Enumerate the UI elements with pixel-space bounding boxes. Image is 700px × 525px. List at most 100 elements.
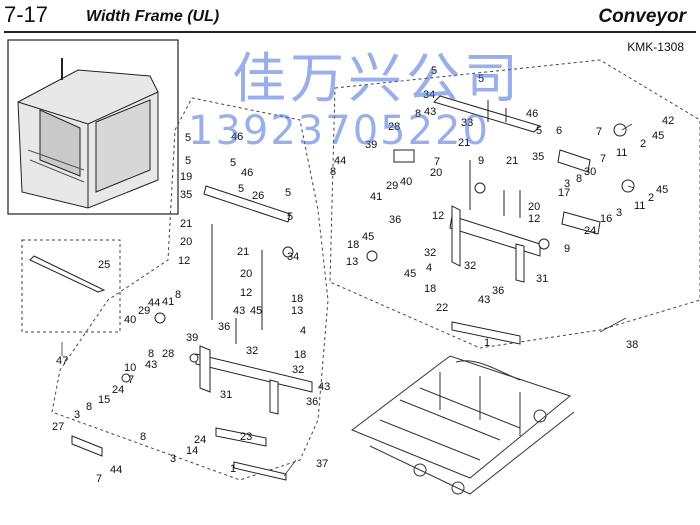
callout-l27: 27 — [52, 421, 64, 433]
callout-l36: 36 — [218, 321, 230, 333]
callout-l5e: 5 — [285, 187, 291, 199]
callout-l7b: 7 — [96, 473, 102, 485]
page-title: Width Frame (UL) — [86, 8, 220, 25]
callout-r36a: 36 — [389, 214, 401, 226]
callout-l20a: 20 — [180, 236, 192, 248]
callout-l5c: 5 — [230, 157, 236, 169]
callout-l37: 37 — [316, 458, 328, 470]
callout-l35: 35 — [180, 189, 192, 201]
callout-l15: 15 — [98, 394, 110, 406]
callout-l20b: 20 — [240, 268, 252, 280]
callout-r46: 46 — [526, 108, 538, 120]
callout-l5a: 5 — [185, 132, 191, 144]
callout-l13: 13 — [291, 305, 303, 317]
callout-r12a: 12 — [432, 210, 444, 222]
callout-l36b: 36 — [306, 396, 318, 408]
callout-r32a: 32 — [424, 247, 436, 259]
callout-r36b: 36 — [492, 285, 504, 297]
callout-r33: 33 — [461, 117, 473, 129]
callout-l8c: 8 — [86, 401, 92, 413]
callout-l5f: 5 — [287, 211, 293, 223]
callout-r21a: 21 — [458, 137, 470, 149]
callout-r41: 41 — [370, 191, 382, 203]
callout-r22: 22 — [436, 302, 448, 314]
callout-r18b: 18 — [424, 283, 436, 295]
callout-r20a: 20 — [430, 167, 442, 179]
callout-r2a: 2 — [640, 138, 646, 150]
callout-l12b: 12 — [240, 287, 252, 299]
callout-r40: 40 — [400, 176, 412, 188]
callout-r12b: 12 — [528, 213, 540, 225]
callout-r45c: 45 — [362, 231, 374, 243]
callout-r44: 44 — [334, 155, 346, 167]
callout-l47: 47 — [56, 355, 68, 367]
callout-l4: 4 — [300, 325, 306, 337]
callout-r7a: 7 — [596, 126, 602, 138]
callout-r32b: 32 — [464, 260, 476, 272]
callout-l44b: 44 — [110, 464, 122, 476]
callout-r31a: 31 — [536, 273, 548, 285]
callout-l8a: 8 — [175, 289, 181, 301]
callout-l21a: 21 — [180, 218, 192, 230]
callout-r1a: 1 — [484, 337, 490, 349]
callout-r6: 6 — [556, 125, 562, 137]
callout-l18b: 18 — [294, 349, 306, 361]
callout-l12a: 12 — [178, 255, 190, 267]
callout-r3a: 3 — [564, 178, 570, 190]
callout-r34: 34 — [423, 89, 435, 101]
callout-l45: 45 — [250, 305, 262, 317]
callout-r24: 24 — [584, 225, 596, 237]
callout-r45b: 45 — [656, 184, 668, 196]
left-assembly-boundary — [51, 97, 329, 481]
callout-l5b: 5 — [185, 155, 191, 167]
callout-r17: 17 — [558, 187, 570, 199]
callout-r38: 38 — [626, 339, 638, 351]
callout-r5c: 5 — [536, 125, 542, 137]
callout-l44: 44 — [148, 297, 160, 309]
callout-r8c: 8 — [576, 173, 582, 185]
callout-r18a: 18 — [347, 239, 359, 251]
part-25-rail — [29, 255, 106, 293]
callout-l19: 19 — [180, 171, 192, 183]
part-callouts: 5 5 34 8 43 33 46 28 5 39 21 35 6 7 45 4… — [52, 65, 674, 485]
callout-l39: 39 — [186, 332, 198, 344]
section-number: 7-17 — [4, 2, 49, 27]
header-divider — [4, 31, 696, 33]
callout-r13a: 13 — [346, 256, 358, 268]
callout-l29: 29 — [138, 305, 150, 317]
callout-r28: 28 — [388, 121, 400, 133]
callout-r11a: 11 — [616, 147, 627, 159]
callout-r29: 29 — [386, 180, 398, 192]
callout-r21b: 21 — [506, 155, 518, 167]
callout-l43a: 43 — [233, 305, 245, 317]
callout-l1: 1 — [230, 463, 236, 475]
callout-r2b: 2 — [648, 192, 654, 204]
callout-l46b: 46 — [241, 167, 253, 179]
callout-l34: 34 — [287, 251, 299, 263]
callout-r35: 35 — [532, 151, 544, 163]
callout-l8b: 8 — [148, 348, 154, 360]
callout-l28: 28 — [162, 348, 174, 360]
callout-r30: 30 — [584, 166, 596, 178]
callout-r5b: 5 — [478, 73, 484, 85]
callout-r42: 42 — [662, 115, 674, 127]
part-47-boundary — [21, 239, 121, 333]
callout-l10: 10 — [124, 362, 136, 374]
right-assembly-boundary — [329, 59, 700, 349]
left-frame-parts — [71, 185, 313, 481]
callout-r3b: 3 — [616, 207, 622, 219]
callout-l7a: 7 — [128, 374, 134, 386]
conveyor-base-assembly — [350, 355, 575, 495]
callout-l24b: 24 — [194, 434, 206, 446]
callout-l5d: 5 — [238, 183, 244, 195]
callout-r5a: 5 — [431, 65, 437, 77]
callout-l43b: 43 — [145, 359, 157, 371]
callout-l32a: 32 — [246, 345, 258, 357]
callout-l18a: 18 — [291, 293, 303, 305]
callout-l32b: 32 — [292, 364, 304, 376]
callout-r8b: 8 — [330, 166, 336, 178]
callout-r8a: 8 — [415, 108, 421, 120]
callout-r45d: 45 — [404, 268, 416, 280]
callout-r11b: 11 — [634, 200, 645, 212]
